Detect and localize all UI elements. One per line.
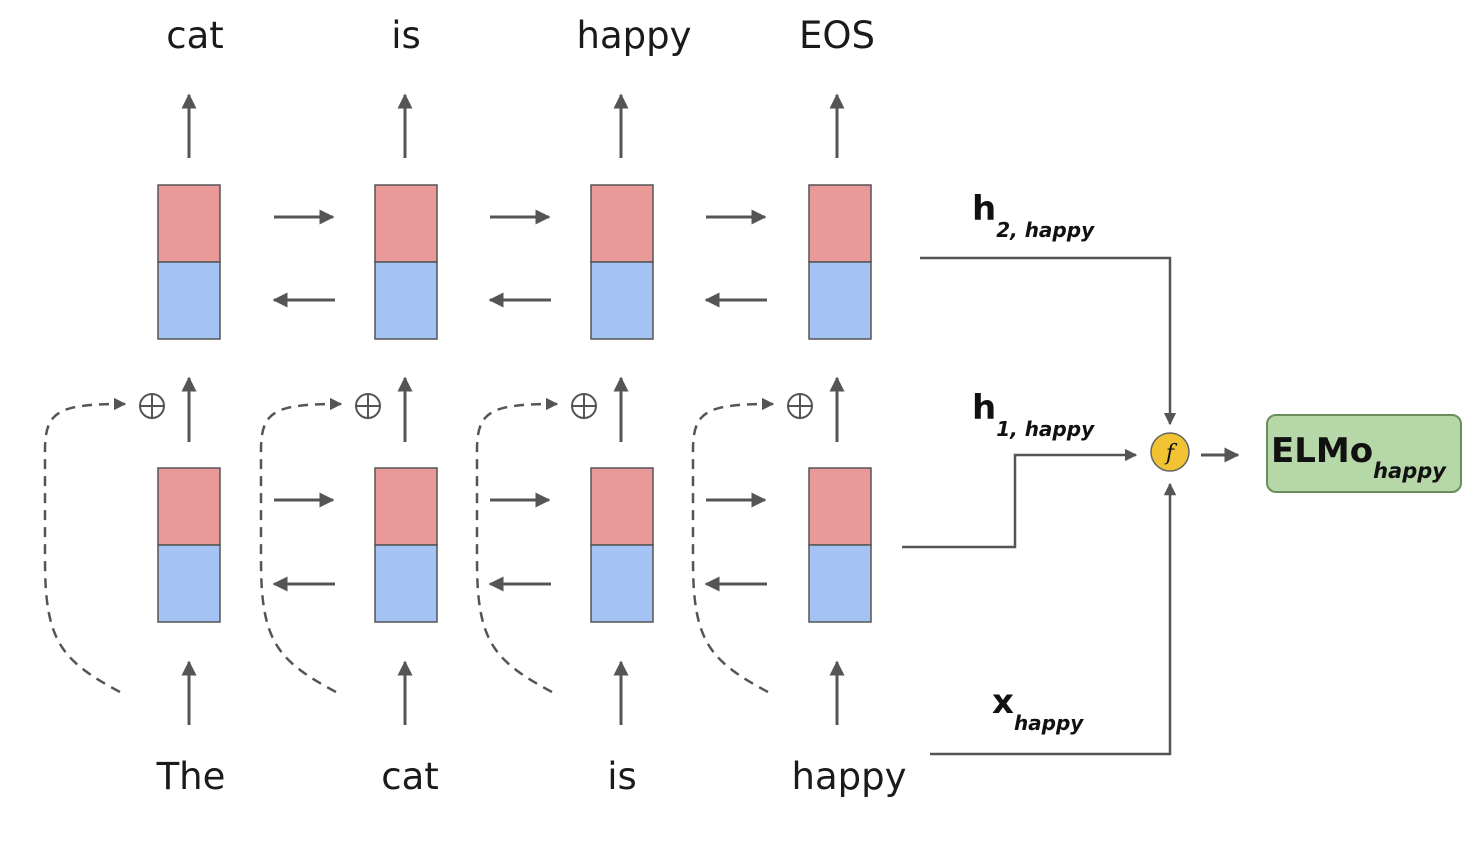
- residual-connection-3: [475, 397, 559, 694]
- input-word-4: happy: [792, 755, 907, 798]
- h1-label: h1, happy: [972, 388, 1095, 441]
- layer-1-recurrent-arrows: [272, 492, 767, 592]
- plus-icon: [139, 393, 165, 419]
- output-word-2: is: [391, 14, 421, 57]
- x-connection: [930, 482, 1177, 756]
- forward-state: [374, 184, 438, 263]
- input-words: The cat is happy: [156, 755, 907, 798]
- combine-function-node: f: [1150, 432, 1190, 472]
- inter-layer-arrows: [181, 376, 845, 442]
- layer-1-cell-4: [808, 467, 872, 623]
- plus-icon: [571, 393, 597, 419]
- forward-state: [808, 184, 872, 263]
- layer-2-cell-2: [374, 184, 438, 340]
- output-word-1: cat: [166, 14, 224, 57]
- input-word-2: cat: [381, 755, 439, 798]
- h2-label: h2, happy: [972, 189, 1095, 242]
- output-word-4: EOS: [799, 14, 875, 57]
- layer-2-cell-3: [590, 184, 654, 340]
- forward-state: [157, 184, 221, 263]
- backward-state: [808, 544, 872, 623]
- input-word-3: is: [607, 755, 637, 798]
- elmo-output: ELMohappy: [1266, 414, 1462, 493]
- residual-connection-4: [691, 397, 775, 694]
- forward-state: [374, 467, 438, 546]
- backward-state: [374, 261, 438, 340]
- forward-state: [590, 467, 654, 546]
- forward-state: [157, 467, 221, 546]
- residual-connections: [43, 397, 775, 694]
- h2-connection: [920, 256, 1177, 426]
- layer-2-cell-4: [808, 184, 872, 340]
- layer-1-cell-3: [590, 467, 654, 623]
- layer-2-cells: [157, 184, 872, 340]
- x-label: xhappy: [992, 682, 1084, 735]
- backward-state: [157, 261, 221, 340]
- forward-state: [808, 467, 872, 546]
- backward-state: [157, 544, 221, 623]
- input-word-1: The: [156, 755, 226, 798]
- residual-connection-1: [43, 397, 127, 694]
- output-words: cat is happy EOS: [166, 14, 875, 57]
- backward-state: [374, 544, 438, 623]
- representation-labels: h2, happy h1, happy xhappy: [972, 189, 1095, 735]
- layer-2-cell-1: [157, 184, 221, 340]
- layer-2-recurrent-arrows: [272, 209, 767, 308]
- residual-plus-nodes: [139, 393, 813, 419]
- plus-icon: [355, 393, 381, 419]
- layer-1-cells: [157, 467, 872, 623]
- output-arrows: [181, 93, 845, 158]
- input-arrows: [181, 660, 845, 725]
- elmo-box: [1266, 414, 1462, 493]
- output-word-3: happy: [577, 14, 692, 57]
- backward-state: [808, 261, 872, 340]
- plus-icon: [787, 393, 813, 419]
- layer-1-cell-2: [374, 467, 438, 623]
- forward-state: [590, 184, 654, 263]
- combine-circle: [1150, 432, 1190, 472]
- backward-state: [590, 261, 654, 340]
- combination-connections: [902, 256, 1240, 756]
- residual-connection-2: [259, 397, 343, 694]
- layer-1-cell-1: [157, 467, 221, 623]
- backward-state: [590, 544, 654, 623]
- h1-connection: [902, 448, 1138, 549]
- elmo-label: ELMohappy: [1271, 431, 1447, 483]
